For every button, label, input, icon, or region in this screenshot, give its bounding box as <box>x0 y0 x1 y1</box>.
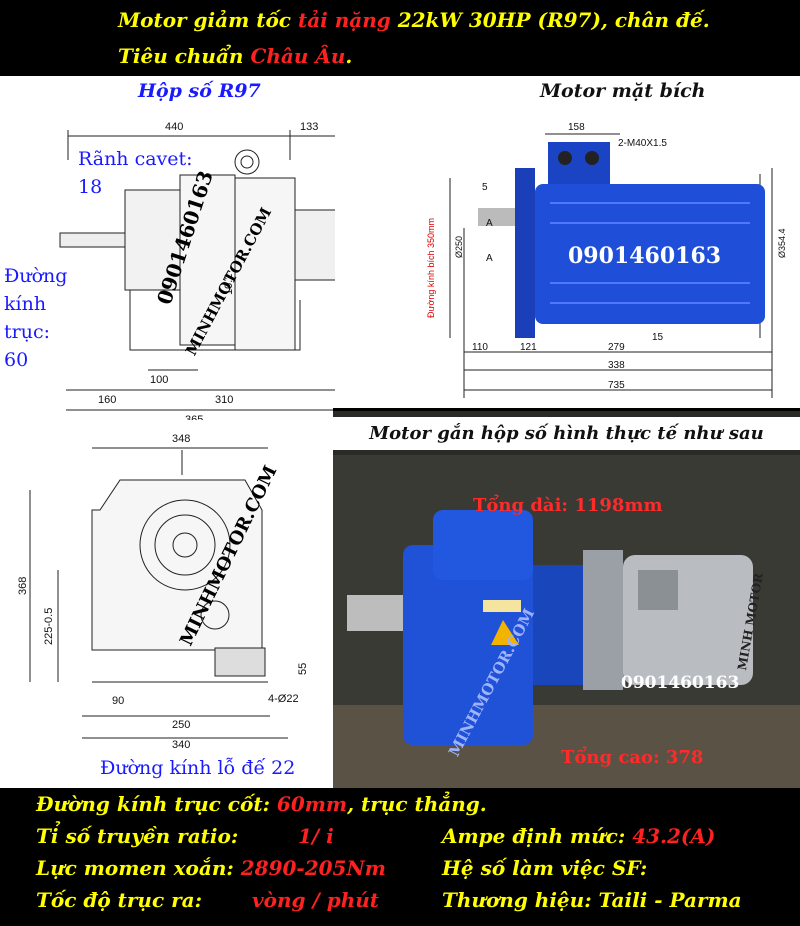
svg-text:310: 310 <box>215 394 233 406</box>
svg-text:100: 100 <box>150 374 168 386</box>
motor-title: Motor mặt bích <box>540 80 706 102</box>
svg-text:365: 365 <box>185 414 203 420</box>
base-hole-label: Đường kính lỗ đế 22 <box>100 757 296 779</box>
gearbox-title: Hộp số R97 <box>138 80 261 102</box>
spec-brand: Thương hiệu: Taili - Parma <box>442 888 742 912</box>
header: Motor giảm tốc tải nặng 22kW 30HP (R97),… <box>0 0 800 76</box>
photo-phone: 0901460163 <box>621 673 740 693</box>
spec-service-factor: Hệ số làm việc SF: <box>442 856 648 880</box>
svg-text:160: 160 <box>98 394 116 406</box>
spec-current: Ampe định mức: 43.2(A) <box>442 824 716 848</box>
svg-text:440: 440 <box>165 121 183 133</box>
spec-ratio-value: 1/ i <box>298 824 334 848</box>
spec-shaft: Đường kính trục cốt: 60mm, trục thẳng. <box>36 792 487 816</box>
header-line-1: Motor giảm tốc tải nặng 22kW 30HP (R97),… <box>118 8 710 32</box>
svg-text:133: 133 <box>300 121 318 133</box>
svg-text:735: 735 <box>608 380 625 391</box>
total-height-label: Tổng cao: 378 <box>561 747 704 768</box>
shaft-diameter-label: Đường kính trục: 60 <box>4 265 68 371</box>
svg-text:340: 340 <box>172 739 190 751</box>
svg-text:110: 110 <box>472 342 488 353</box>
spec-ratio: Tỉ số truyền ratio: <box>36 824 239 848</box>
spec-torque: Lực momen xoắn: 2890-205Nm <box>36 856 386 880</box>
svg-text:348: 348 <box>172 433 190 445</box>
svg-text:0901460163: 0901460163 <box>568 243 721 269</box>
svg-text:15: 15 <box>652 332 664 343</box>
svg-text:279: 279 <box>608 342 625 353</box>
svg-text:Ø250: Ø250 <box>454 236 464 258</box>
spec-speed-value: vòng / phút <box>252 888 380 912</box>
svg-text:225-0.5: 225-0.5 <box>43 608 55 645</box>
svg-text:158: 158 <box>568 122 585 133</box>
svg-text:2-M40X1.5: 2-M40X1.5 <box>618 138 667 149</box>
svg-text:55: 55 <box>297 663 309 675</box>
motor-flange-drawing: 158 2-M40X1.5 5A A 110 121 279 15 338 735 Ø250… <box>426 122 787 398</box>
spec-speed: Tốc độ trục ra: <box>36 888 202 912</box>
product-photo: Motor gắn hộp số hình thực tế như sau Tổ… <box>333 408 800 791</box>
svg-text:338: 338 <box>608 360 625 371</box>
gearbox-front-drawing: 348 90 250 340 4-Ø22 368 225-0.5 55 <box>17 433 309 751</box>
motor-gearbox-illustration <box>333 455 800 791</box>
svg-text:4-Ø22: 4-Ø22 <box>268 693 299 705</box>
header-line-2: Tiêu chuẩn Châu Âu. <box>118 44 353 68</box>
svg-text:250: 250 <box>172 719 190 731</box>
svg-text:5: 5 <box>482 182 488 193</box>
svg-text:Đường kính bích 350mm: Đường kính bích 350mm <box>426 218 436 318</box>
svg-text:A: A <box>486 218 493 229</box>
specs-footer: Đường kính trục cốt: 60mm, trục thẳng. T… <box>0 788 800 926</box>
svg-text:10.2: 10.2 <box>223 274 235 295</box>
svg-text:121: 121 <box>520 342 537 353</box>
svg-text:368: 368 <box>17 577 29 595</box>
svg-text:90: 90 <box>112 695 124 707</box>
svg-text:A: A <box>486 253 493 264</box>
photo-caption: Motor gắn hộp số hình thực tế như sau <box>333 417 800 450</box>
svg-text:Ø354.4: Ø354.4 <box>777 228 787 258</box>
total-length-label: Tổng dài: 1198mm <box>473 495 663 516</box>
keyway-label: Rãnh cavet: 18 <box>78 148 193 198</box>
